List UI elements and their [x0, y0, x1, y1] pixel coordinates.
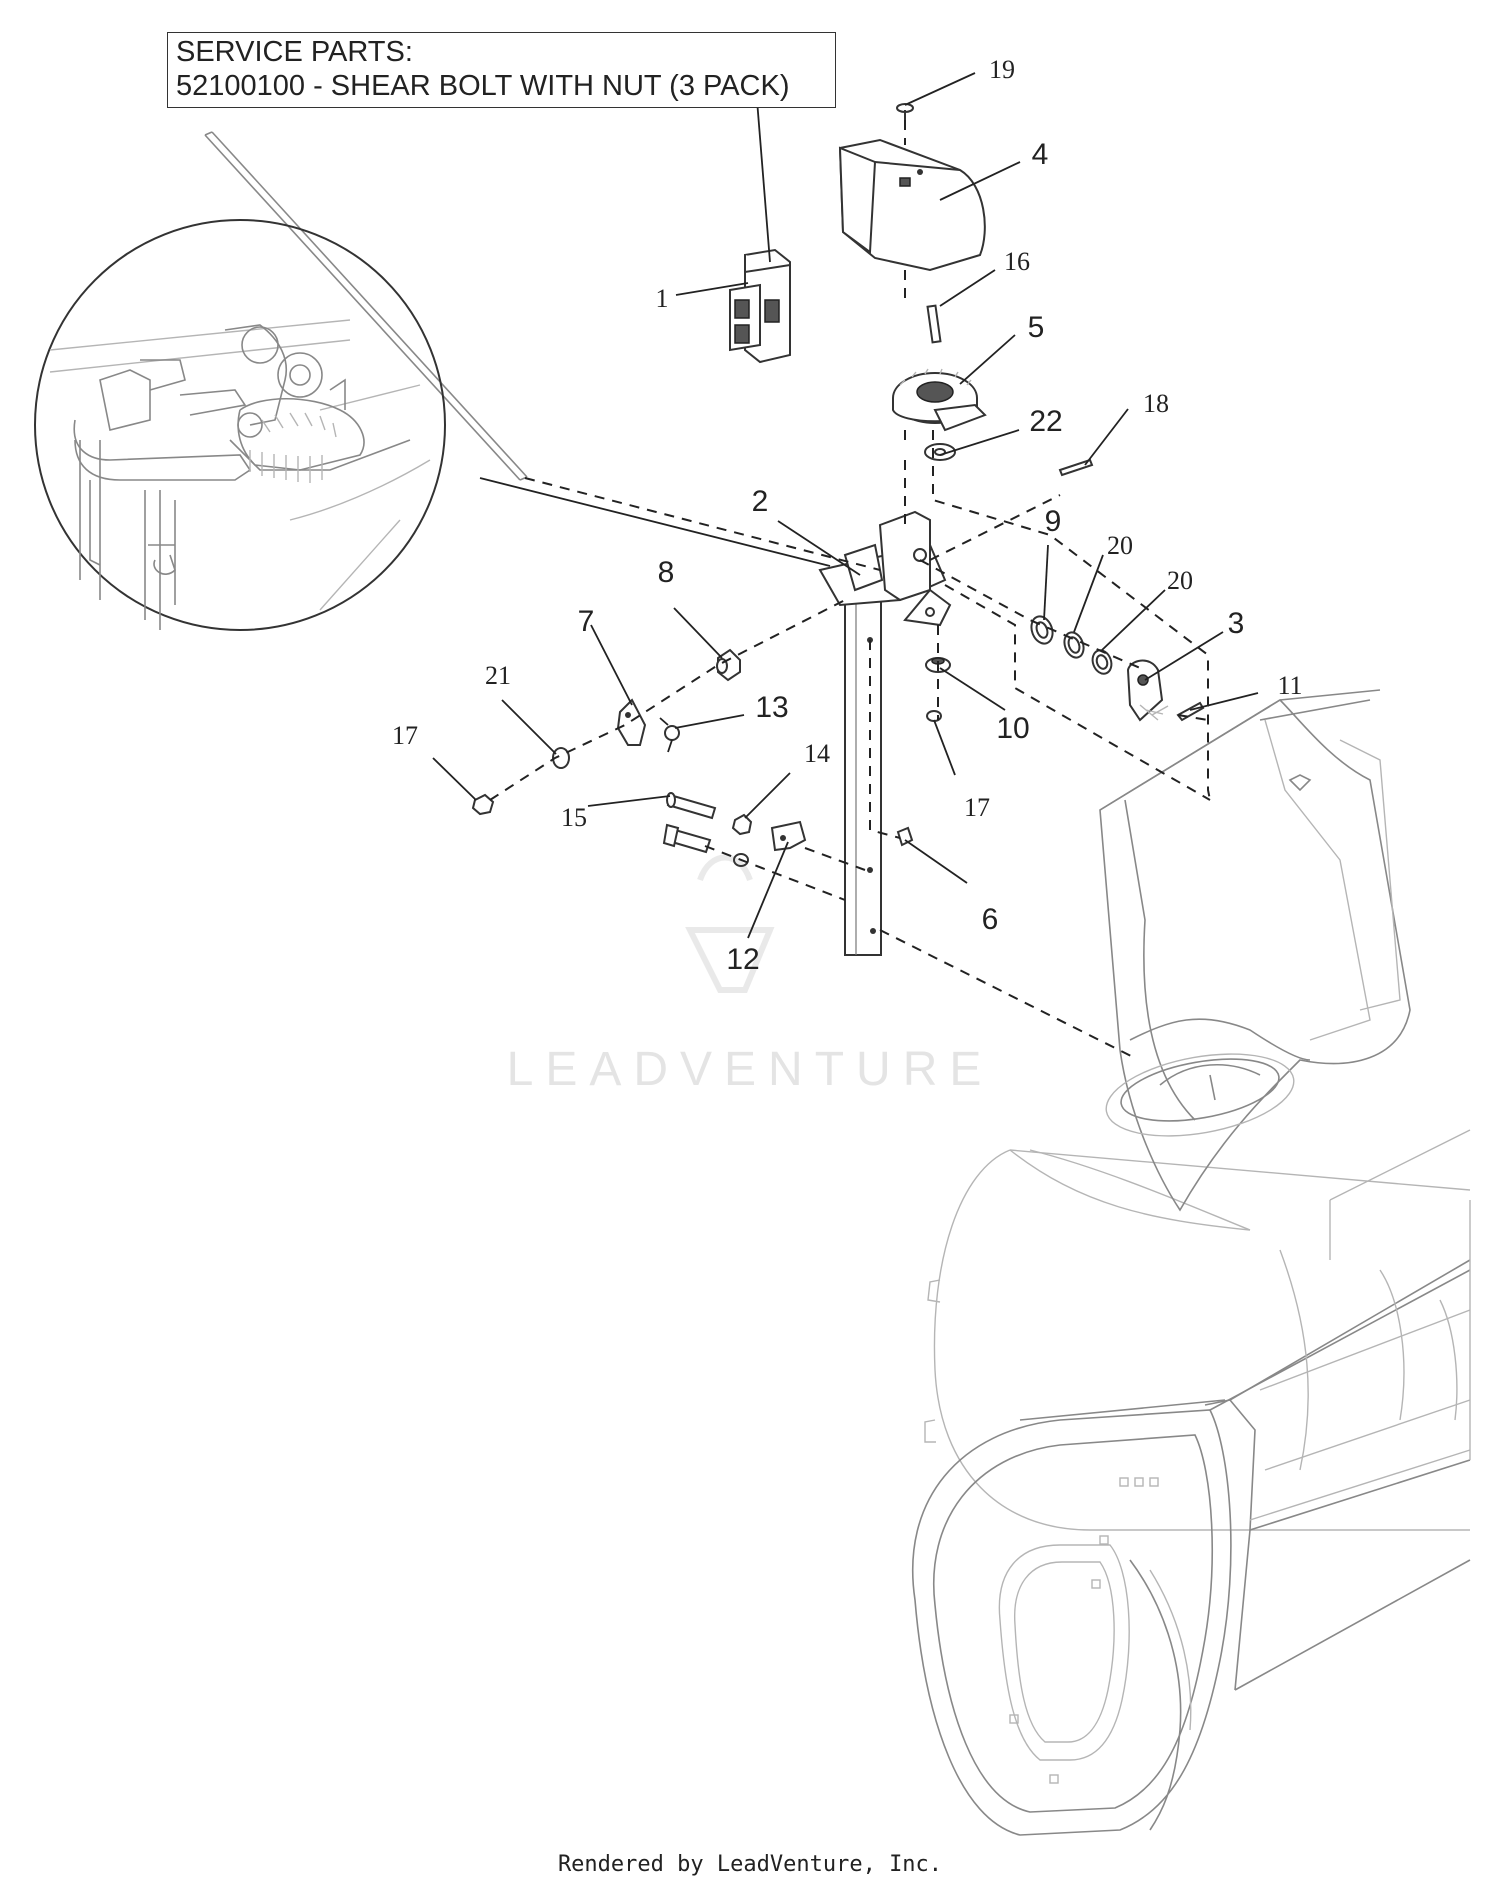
part-13-spring — [659, 717, 680, 753]
discharge-chute-drawing — [1099, 689, 1411, 1212]
callout-15: 15 — [561, 803, 587, 832]
part-18-pin — [1058, 458, 1094, 477]
chute-crank-tube — [844, 589, 882, 956]
service-parts-line: 52100100 - SHEAR BOLT WITH NUT (3 PACK) — [176, 70, 790, 102]
callout-16: 16 — [1004, 247, 1030, 276]
part-5-gear — [892, 368, 987, 432]
callout-12: 12 — [726, 943, 760, 976]
part-12-bracket — [770, 820, 807, 852]
leader-lines — [432, 72, 1259, 939]
watermark-text: LEADVENTURE — [506, 1043, 994, 1096]
detail-view-circle — [34, 219, 446, 631]
service-parts-heading: SERVICE PARTS: — [176, 36, 413, 68]
callout-7: 7 — [577, 605, 595, 638]
callout-20-a: 20 — [1107, 531, 1133, 560]
part-20-ring-a — [1063, 631, 1085, 659]
part-6-clip — [896, 826, 914, 847]
part-1-clip — [729, 248, 791, 364]
part-8-spacer — [716, 648, 741, 682]
callout-20-b: 20 — [1167, 566, 1193, 595]
callout-13: 13 — [755, 691, 789, 724]
callout-22: 22 — [1029, 405, 1063, 438]
callout-1: 1 — [655, 284, 669, 313]
callout-2: 2 — [751, 485, 769, 518]
callout-19: 19 — [989, 55, 1015, 84]
part-20-ring-b — [1091, 649, 1113, 675]
part-19-screw — [896, 103, 914, 122]
callout-6: 6 — [981, 903, 999, 936]
callout-11: 11 — [1277, 671, 1303, 700]
part-15-lower-bolt — [662, 823, 712, 854]
part-16-pin — [926, 304, 942, 344]
part-17-nut-left — [471, 793, 495, 816]
callout-9: 9 — [1044, 505, 1062, 538]
part-11-pin — [1176, 701, 1205, 722]
callout-4: 4 — [1031, 138, 1049, 171]
part-15-bolt — [666, 792, 717, 820]
assembly-dashed-lines — [489, 120, 1211, 1059]
detail-leader-line — [479, 477, 831, 567]
callout-3: 3 — [1227, 607, 1245, 640]
part-2-bracket — [818, 510, 952, 627]
callout-14: 14 — [804, 739, 830, 768]
part-21-washer — [552, 747, 570, 769]
auger-housing-drawing — [911, 1129, 1471, 1836]
callout-10: 10 — [996, 712, 1030, 745]
part-7-lever — [616, 698, 647, 746]
footer-credit: Rendered by LeadVenture, Inc. — [557, 1852, 943, 1877]
service-parts-box: SERVICE PARTS: 52100100 - SHEAR BOLT WIT… — [167, 32, 836, 108]
control-rod-drawing — [204, 131, 528, 481]
callout-17-right: 17 — [964, 793, 990, 822]
callout-17-left: 17 — [392, 721, 418, 750]
callout-21: 21 — [485, 661, 511, 690]
callout-5: 5 — [1027, 311, 1045, 344]
watermark-logo — [685, 854, 775, 993]
callout-18: 18 — [1143, 389, 1169, 418]
part-4-cover — [838, 138, 986, 272]
part-14-nut — [731, 813, 753, 867]
callout-8: 8 — [657, 556, 675, 589]
